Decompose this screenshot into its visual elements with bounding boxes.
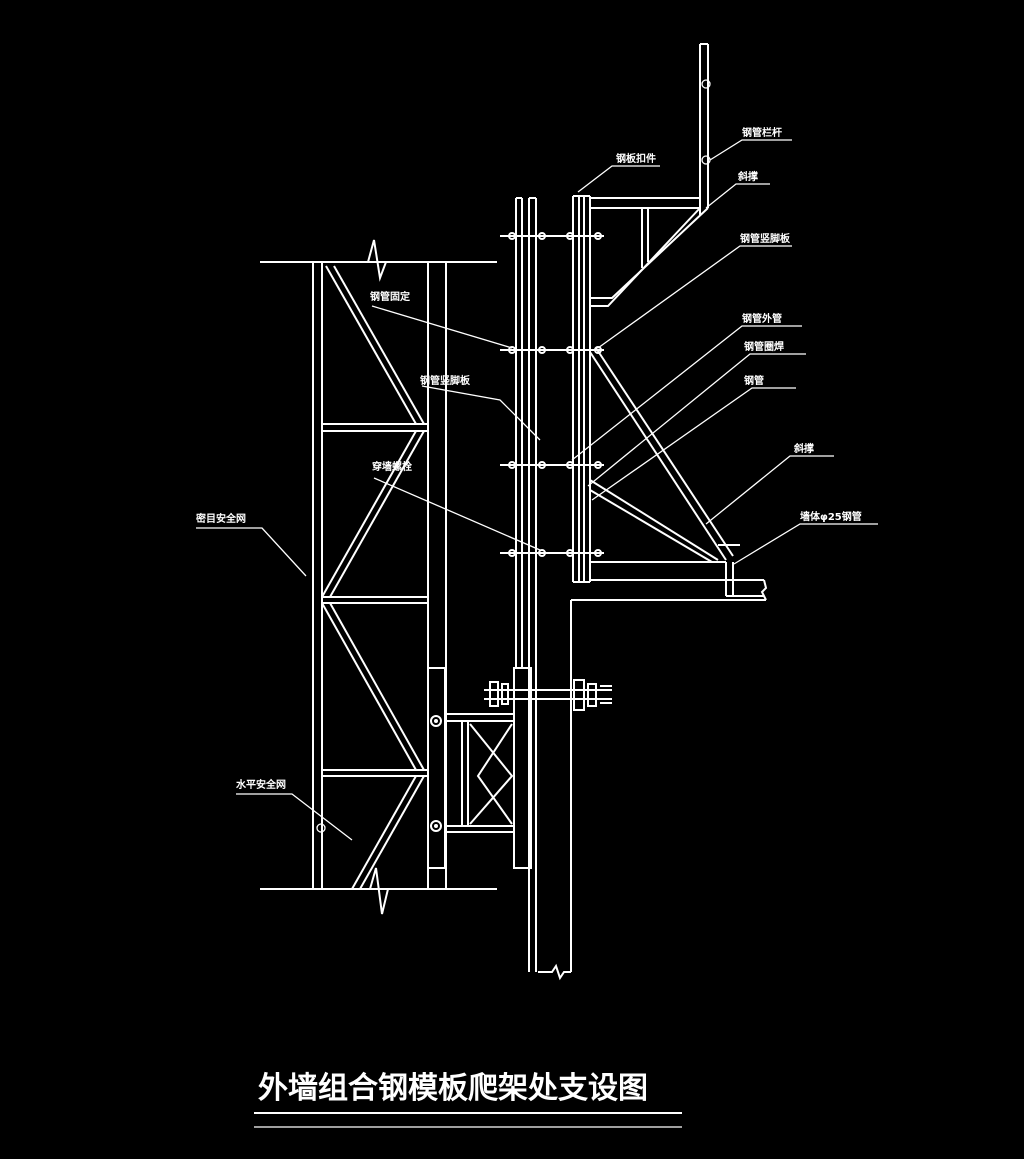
frame-wall-connector <box>427 667 612 869</box>
label-guardrail: 钢管栏杆 <box>742 126 782 139</box>
leader-lines <box>196 139 878 841</box>
top-bracket-guardrail <box>589 43 740 563</box>
drawing-title-block: 外墙组合钢模板爬架处支设图 <box>254 1071 682 1128</box>
label-bracket: 斜撑 <box>737 170 758 183</box>
drawing-title: 外墙组合钢模板爬架处支设图 <box>258 1071 648 1106</box>
label-mid-plate: 钢管竖脚板 <box>740 232 791 245</box>
label-steel-tube: 钢管 <box>744 374 764 387</box>
climbing-frame-truss <box>260 239 497 915</box>
formwork-panels <box>500 195 768 981</box>
annotation-labels: 钢板扣件 钢管栏杆 斜撑 钢管竖脚板 钢管固定 钢管外管 钢管圈焊 钢管竖脚板 … <box>196 126 862 791</box>
label-wall-bolt: 穿墙螺栓 <box>372 460 412 473</box>
label-steel-pipe-ring: 钢管圈焊 <box>744 340 784 353</box>
label-scaffold-board: 钢管竖脚板 <box>420 374 471 387</box>
label-level-net: 水平安全网 <box>235 778 286 791</box>
label-fixing: 钢管固定 <box>370 290 410 303</box>
label-dense-net: 密目安全网 <box>196 512 246 525</box>
label-clamp: 钢板扣件 <box>616 152 656 165</box>
label-outer-tube: 钢管外管 <box>742 312 782 325</box>
label-embedded-pipe: 墙体φ25钢管 <box>800 510 862 523</box>
label-diagonal: 斜撑 <box>793 442 814 455</box>
